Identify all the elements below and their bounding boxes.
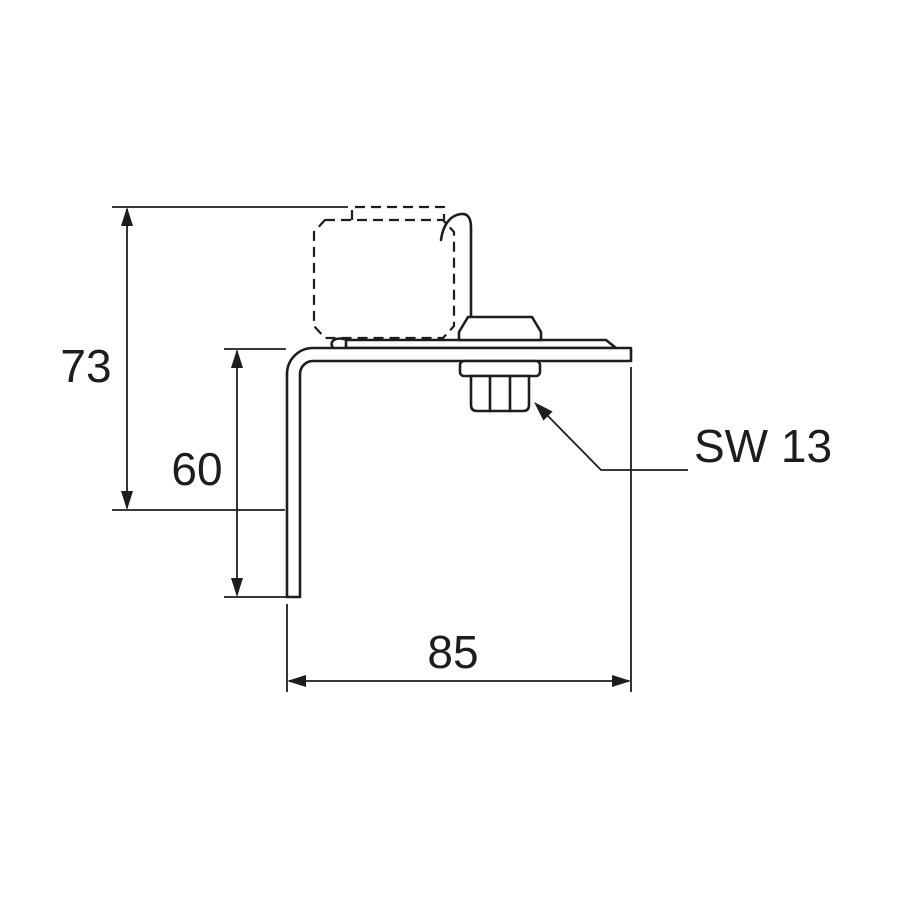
- dim-label-73: 73: [60, 340, 111, 392]
- wrench-size-label: SW 13: [694, 420, 832, 472]
- sw13-leader-line: [545, 413, 688, 471]
- callout-sw13: SW 13: [534, 402, 832, 472]
- dim-60-arrow-up: [231, 349, 243, 368]
- dim-85-arrow-left: [287, 675, 306, 687]
- dimension-60: 60: [171, 348, 286, 598]
- dimension-85: 85: [286, 367, 632, 692]
- bolt-head-outline: [457, 315, 543, 342]
- sw13-arrowhead: [534, 402, 553, 421]
- spring-clip: [439, 212, 482, 342]
- dimension-73: 73: [60, 206, 348, 511]
- washer-outline: [458, 359, 542, 378]
- hex-nut: [469, 374, 531, 413]
- rail-profile-dashed: [312, 205, 456, 340]
- dim-73-arrow-down: [121, 491, 133, 510]
- spring-clip-path: [439, 212, 482, 342]
- bolt-head: [457, 315, 543, 342]
- rail-profile-top-stub: [350, 205, 446, 220]
- dim-73-arrow-up: [121, 207, 133, 226]
- dim-85-arrow-right: [612, 675, 631, 687]
- nut-outline: [469, 374, 531, 413]
- dim-60-arrow-down: [231, 578, 243, 597]
- bracket: [285, 346, 633, 599]
- washer: [458, 359, 542, 378]
- dim-label-85: 85: [427, 626, 478, 678]
- bracket-outline: [285, 346, 633, 599]
- dim-label-60: 60: [171, 443, 222, 495]
- rail-profile-body: [312, 218, 456, 340]
